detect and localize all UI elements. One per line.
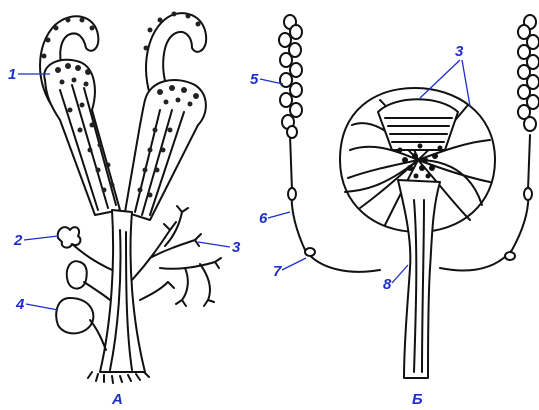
holdfast <box>88 372 149 383</box>
small-leaf <box>58 227 81 248</box>
label-8: 8 <box>383 276 392 293</box>
label-6: 6 <box>259 210 268 227</box>
label-1: 1 <box>8 66 16 83</box>
label-7: 7 <box>273 263 282 280</box>
label-5: 5 <box>250 71 259 88</box>
vesicle-large <box>56 298 93 333</box>
vesicle-small <box>67 261 87 288</box>
central-stalk <box>398 180 440 378</box>
panel-b-illustration <box>279 15 539 378</box>
panel-a-illustration <box>40 12 221 384</box>
stalk <box>100 210 145 372</box>
right-receptacle <box>125 12 206 221</box>
label-4: 4 <box>15 296 25 313</box>
branched-appendage <box>132 206 221 306</box>
caption-a: А <box>111 391 123 408</box>
label-2: 2 <box>13 232 23 249</box>
caption-b: Б <box>412 391 423 408</box>
label-3-b: 3 <box>455 43 464 60</box>
label-3-a: 3 <box>232 239 241 256</box>
left-receptacle <box>40 16 120 215</box>
